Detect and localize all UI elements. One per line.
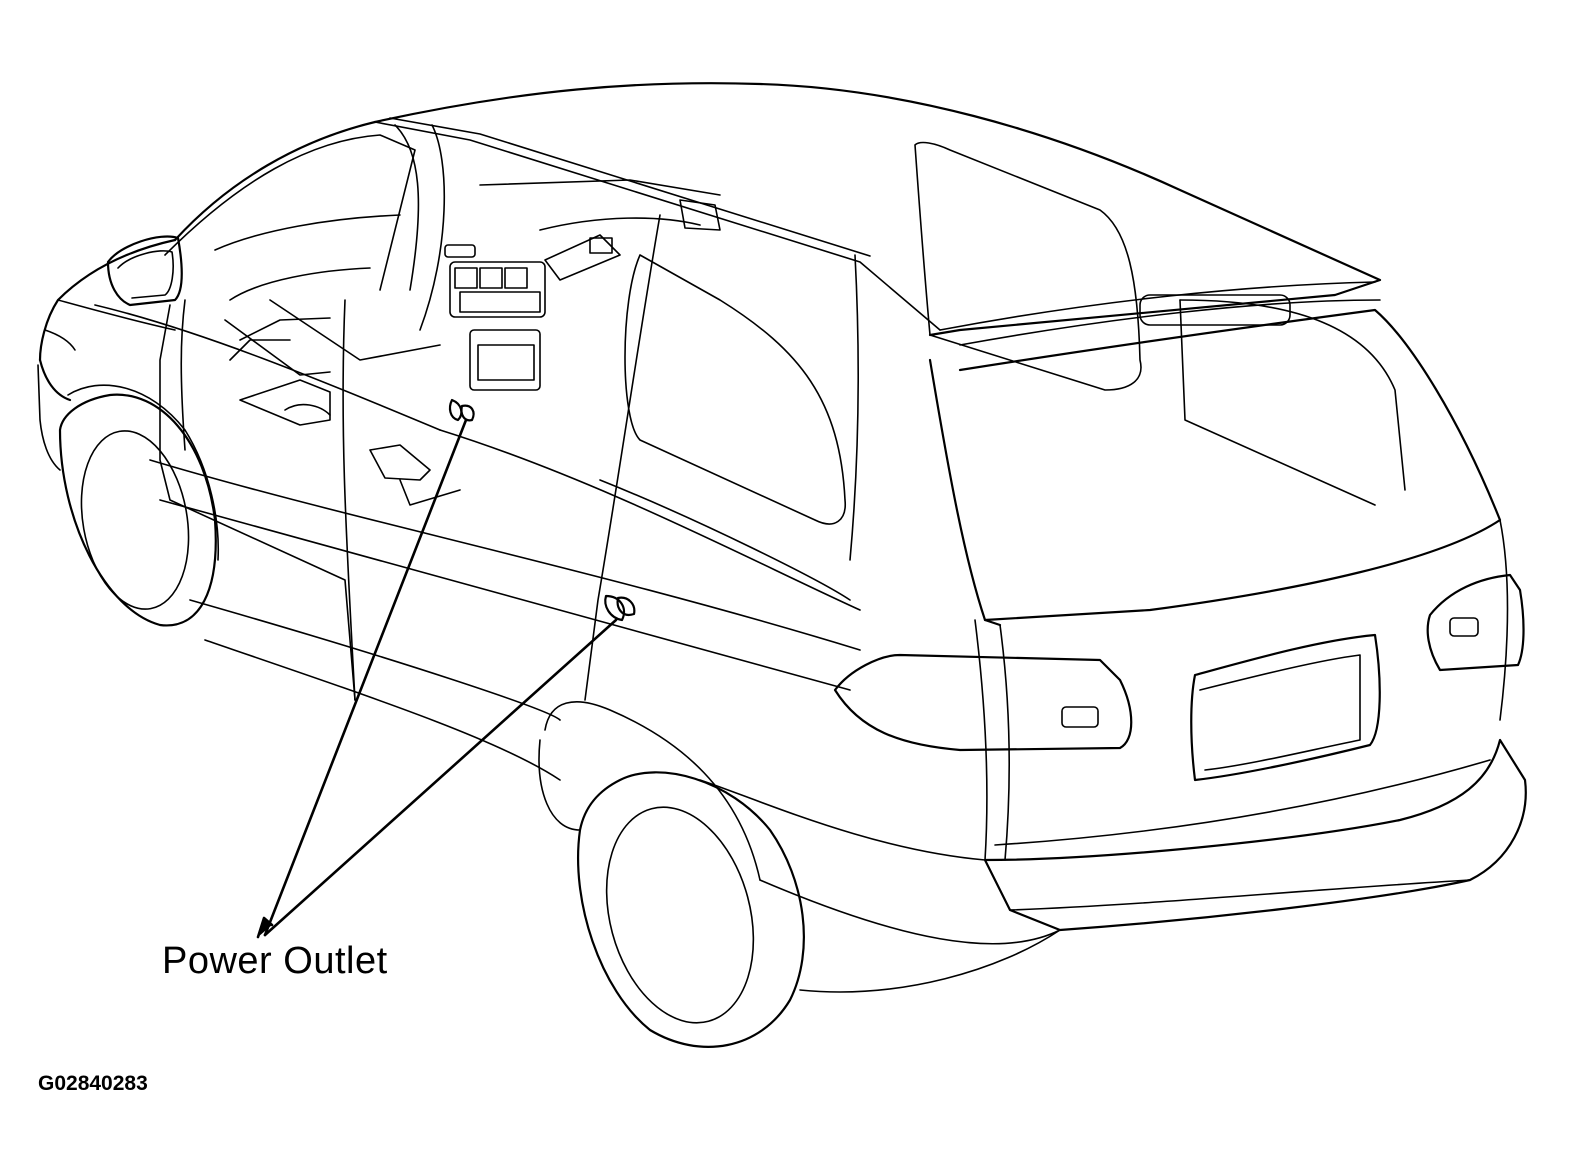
tail-lights <box>833 573 1525 752</box>
body-side <box>149 429 861 781</box>
front-wheel <box>58 384 220 627</box>
rear-side-window <box>914 141 1142 391</box>
rear-bumper <box>983 738 1527 932</box>
sliding-door <box>584 214 860 701</box>
rear-hatch <box>928 299 1509 861</box>
dashboard <box>214 179 721 506</box>
side-mirror <box>106 235 183 307</box>
callout-leaders <box>256 418 618 939</box>
rear-wheel <box>538 701 986 1048</box>
license-plate-area <box>1190 633 1381 782</box>
roof <box>373 82 1382 346</box>
hood-front <box>37 238 441 471</box>
front-door <box>159 299 356 701</box>
figure-id: G02840283 <box>38 1072 148 1095</box>
power-outlet-label: Power Outlet <box>162 940 388 982</box>
lower-body <box>759 879 1061 993</box>
front-power-outlet <box>448 398 475 422</box>
windshield <box>164 120 446 331</box>
